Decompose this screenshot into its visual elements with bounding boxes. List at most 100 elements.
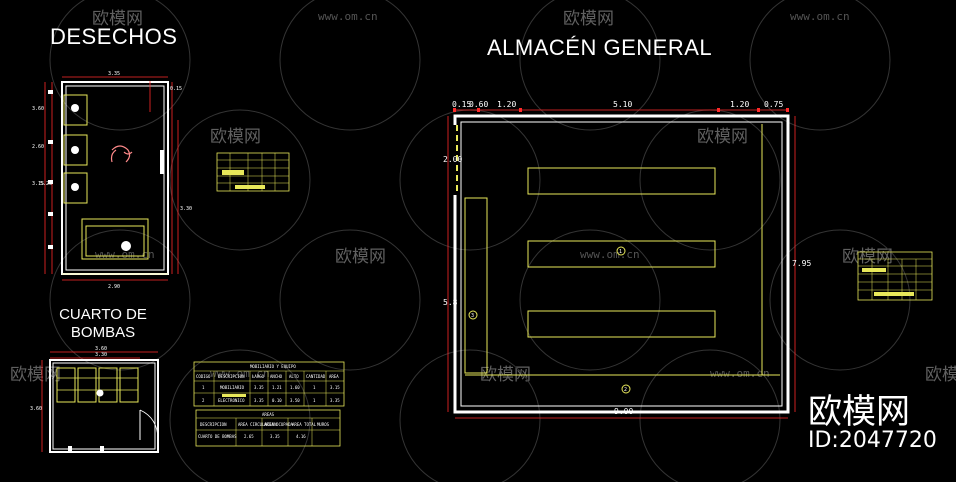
cuarto-side-dim: 3.60: [30, 406, 42, 412]
desechos-side-dim-6: 0.15: [170, 86, 182, 92]
watermark-7: 欧模网: [335, 247, 386, 267]
almacen-top-dim-1: 0.15: [452, 100, 471, 109]
valve-icon: [96, 389, 104, 397]
svg-text:欧模网: 欧模网: [10, 365, 61, 385]
svg-text:欧模网: 欧模网: [335, 247, 386, 267]
almacen-shelving: [464, 124, 780, 376]
almacen-top-dim-2: 0.60: [469, 100, 488, 109]
svg-text:欧模网: 欧模网: [842, 247, 893, 267]
desechos-side-dim-1: 3.60: [32, 106, 44, 112]
desechos-legend-table: [216, 152, 290, 192]
desechos-dimension-lines: [44, 76, 179, 281]
svg-text:2: 2: [624, 387, 627, 393]
desechos-outer-wall: [61, 81, 169, 275]
areas-title: AREAS: [262, 412, 275, 417]
svg-text:www.om.cn: www.om.cn: [790, 10, 850, 23]
cuarto-bombas-title: CUARTO DE BOMBAS: [59, 306, 147, 341]
desechos-side-dim-5: 3.30: [180, 206, 192, 212]
almacen-inner-wall: [460, 121, 783, 407]
areas-table: AREAS DESCRIPCION AREA CIRCULACION AREA …: [195, 409, 341, 447]
svg-text:www.om.cn: www.om.cn: [95, 248, 155, 261]
mob-r1-0: 2: [202, 398, 205, 403]
areas-r0-1: 2.65: [244, 434, 254, 439]
mob-r1-1: ELECTRONICO: [218, 398, 245, 403]
mob-h-4: ALTO: [289, 374, 299, 379]
desechos-top-dim: 3.35: [108, 71, 120, 77]
desechos-title: DESECHOS: [50, 24, 178, 49]
areas-h-1: AREA CIRCULACION: [238, 422, 277, 427]
mob-r0-2: 3.35: [254, 385, 264, 390]
watermark-5: 欧模网: [210, 127, 261, 147]
desechos-bottom-dim: 2.90: [108, 284, 120, 290]
drain-icon: [121, 241, 131, 251]
watermark-8: 欧模网: [842, 247, 893, 267]
shelf-2: [527, 240, 716, 268]
mob-h-2: LARGO: [252, 374, 265, 379]
brand-logo-text: 欧模网: [808, 392, 910, 432]
watermark-14: www.om.cn: [710, 367, 770, 380]
shelf-3: [527, 310, 716, 338]
desechos-bins: [63, 94, 88, 204]
svg-text:www.om.cn: www.om.cn: [710, 367, 770, 380]
areas-r0-0: CUARTO DE BOMBAS: [198, 434, 237, 439]
mob-r0-6: 3.15: [330, 385, 340, 390]
shelf-1: [527, 167, 716, 195]
almacen-bottom-dim: 9.00: [614, 407, 633, 416]
mob-h-5: CANTIDAD: [306, 374, 326, 379]
almacen-right-dim: 7.95: [792, 259, 811, 268]
pump-units: [56, 367, 139, 403]
desechos-inner-wall: [65, 85, 165, 271]
desechos-side-dim-2: 2.60: [32, 144, 44, 150]
mob-r0-4: 1.60: [290, 385, 300, 390]
watermark-2: 欧模网: [563, 9, 614, 29]
desechos-side-dim-3: 3.15: [32, 181, 44, 187]
areas-h-0: DESCRIPCION: [200, 422, 227, 427]
almacen-left-dim-2: 5.8: [443, 298, 458, 307]
mob-h-1: DESCRIPCION: [218, 374, 245, 379]
almacen-legend-table: [857, 251, 933, 301]
desechos-plan: 3.35 2.90 3.60 2.60 3.15 5.20 3.30 0.15: [32, 71, 192, 290]
mob-r0-3: 1.21: [272, 385, 282, 390]
desechos-side-dim-4: 5.20: [40, 181, 52, 187]
almacen-top-dim-5: 1.20: [730, 100, 749, 109]
almacen-outer-wall: [453, 114, 790, 414]
room-marker-3: 3: [468, 310, 478, 320]
almacen-top-dim-3: 1.20: [497, 100, 516, 109]
desechos-sink: [81, 218, 149, 260]
watermark-4: www.om.cn: [790, 10, 850, 23]
watermark-6: 欧模网: [697, 127, 748, 147]
svg-text:欧模网: 欧模网: [210, 127, 261, 147]
mob-r1-2: 3.35: [254, 398, 264, 403]
room-marker-1: 1: [616, 246, 626, 256]
svg-text:1: 1: [619, 249, 622, 255]
svg-text:欧模网: 欧模网: [697, 127, 748, 147]
svg-text:www.om.cn: www.om.cn: [580, 248, 640, 261]
mobiliario-title: MOBILIARIO Y EQUIPO: [250, 364, 296, 369]
almacen-top-dim-6: 0.75: [764, 100, 783, 109]
svg-text:欧模网: 欧模网: [925, 365, 956, 385]
door-swing-icon: [139, 409, 159, 441]
mob-r0-5: 1: [313, 385, 316, 390]
almacen-title: ALMACÉN GENERAL: [487, 35, 713, 60]
mob-r1-4: 3.50: [290, 398, 300, 403]
mob-r0-1: MOBILIARIO: [220, 385, 245, 390]
areas-h-3: AREA TOTAL: [292, 422, 317, 427]
mob-h-0: CODIGO: [196, 374, 211, 379]
svg-text:欧模网: 欧模网: [92, 9, 143, 29]
almacen-plan: 0.15 0.60 1.20 5.10 1.20 0.75 2.00 5.8 7…: [443, 100, 811, 419]
watermark-3: www.om.cn: [318, 10, 378, 23]
watermark-11: 欧模网: [10, 365, 61, 385]
cuarto-top-dim-2: 3.30: [95, 352, 107, 358]
mob-r1-6: 3.35: [330, 398, 340, 403]
mob-h-6: AREA: [329, 374, 339, 379]
areas-r0-3: 4.16: [296, 434, 306, 439]
mobiliario-table: MOBILIARIO Y EQUIPO CODIGO DESCRIPCION L…: [193, 361, 345, 407]
watermark-15: www.om.cn: [210, 367, 270, 380]
mob-r1-5: 1: [313, 398, 316, 403]
almacen-left-dim-1: 2.00: [443, 155, 462, 164]
cuarto-top-dim-1: 3.60: [95, 346, 107, 352]
areas-r0-2: 3.35: [270, 434, 280, 439]
desechos-wall-marks: [48, 90, 164, 249]
svg-text:www.om.cn: www.om.cn: [318, 10, 378, 23]
